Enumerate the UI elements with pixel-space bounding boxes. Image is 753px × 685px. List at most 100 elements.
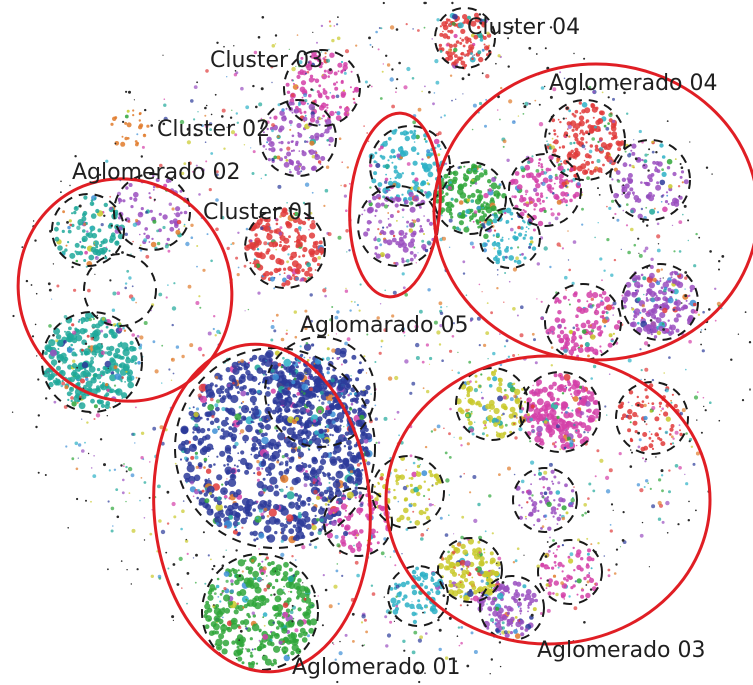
network-node	[673, 317, 679, 323]
network-node	[611, 199, 615, 203]
network-node	[266, 514, 270, 518]
network-node	[523, 597, 527, 602]
network-node	[83, 328, 88, 333]
network-node	[575, 429, 578, 432]
network-node	[611, 178, 614, 181]
network-node	[221, 406, 226, 412]
network-node	[373, 160, 377, 164]
network-node	[282, 575, 289, 582]
network-node	[297, 446, 301, 450]
network-node	[450, 204, 455, 208]
network-node	[326, 103, 329, 107]
network-node	[600, 351, 603, 354]
network-node	[576, 549, 582, 555]
network-node	[572, 396, 579, 402]
network-node	[578, 115, 585, 121]
network-node	[464, 64, 468, 67]
network-node	[409, 257, 414, 262]
network-node	[227, 600, 233, 606]
network-node	[175, 229, 181, 235]
network-node	[513, 388, 521, 396]
network-node	[527, 227, 530, 230]
network-node	[409, 206, 416, 213]
network-node	[452, 179, 457, 185]
network-node	[475, 219, 480, 224]
network-node	[297, 389, 300, 392]
network-node	[345, 515, 352, 522]
network-node	[270, 484, 272, 486]
network-node	[252, 570, 259, 578]
network-node	[509, 631, 513, 635]
network-node	[396, 172, 403, 179]
network-node	[578, 306, 580, 309]
network-node	[377, 481, 380, 484]
network-node	[220, 428, 225, 432]
network-node	[314, 430, 319, 435]
network-node	[294, 240, 296, 243]
network-node	[375, 202, 381, 209]
network-node	[412, 570, 415, 572]
network-node	[637, 313, 640, 316]
network-node	[525, 193, 527, 196]
network-node	[607, 342, 613, 348]
network-node	[640, 284, 644, 288]
network-node	[573, 114, 577, 118]
network-node	[311, 467, 316, 472]
network-node	[283, 469, 290, 475]
network-node	[448, 176, 451, 179]
network-node	[310, 414, 319, 423]
network-node	[336, 111, 341, 116]
network-node	[132, 114, 135, 117]
network-node	[357, 369, 362, 374]
network-node	[538, 207, 544, 213]
network-node	[86, 421, 89, 424]
network-node	[577, 298, 581, 303]
network-node	[685, 299, 688, 302]
network-node	[590, 557, 595, 562]
network-node	[303, 586, 309, 592]
network-node	[560, 437, 566, 444]
network-node	[290, 162, 294, 166]
network-node	[151, 237, 154, 241]
network-node	[436, 143, 441, 148]
network-node	[120, 141, 126, 147]
network-node	[389, 155, 393, 159]
network-node	[608, 131, 612, 135]
network-node	[331, 434, 334, 437]
network-node	[678, 250, 682, 253]
network-node	[523, 400, 527, 404]
network-node	[241, 415, 247, 421]
network-node	[350, 402, 354, 406]
network-node	[584, 511, 587, 515]
network-node	[296, 619, 304, 627]
network-node	[181, 587, 183, 589]
network-node	[208, 491, 212, 496]
network-node	[275, 257, 282, 265]
network-node	[597, 222, 599, 224]
network-node	[536, 398, 544, 406]
network-node	[497, 592, 504, 600]
network-node	[84, 250, 88, 255]
network-node	[405, 131, 410, 135]
network-node	[246, 648, 251, 653]
network-node	[276, 460, 280, 464]
network-node	[339, 105, 342, 109]
network-node	[629, 438, 634, 443]
network-node	[457, 371, 461, 375]
network-node	[395, 476, 400, 482]
network-node	[292, 524, 297, 529]
network-node	[332, 480, 341, 489]
network-node	[570, 339, 575, 344]
network-node	[272, 373, 280, 381]
network-node	[587, 124, 592, 129]
network-node	[286, 491, 295, 500]
network-node	[433, 581, 440, 588]
network-node	[584, 107, 591, 114]
network-node	[568, 109, 571, 113]
network-node	[532, 228, 536, 232]
network-node	[421, 158, 424, 161]
network-node	[403, 498, 408, 502]
network-node	[531, 508, 537, 513]
network-node	[526, 397, 532, 403]
